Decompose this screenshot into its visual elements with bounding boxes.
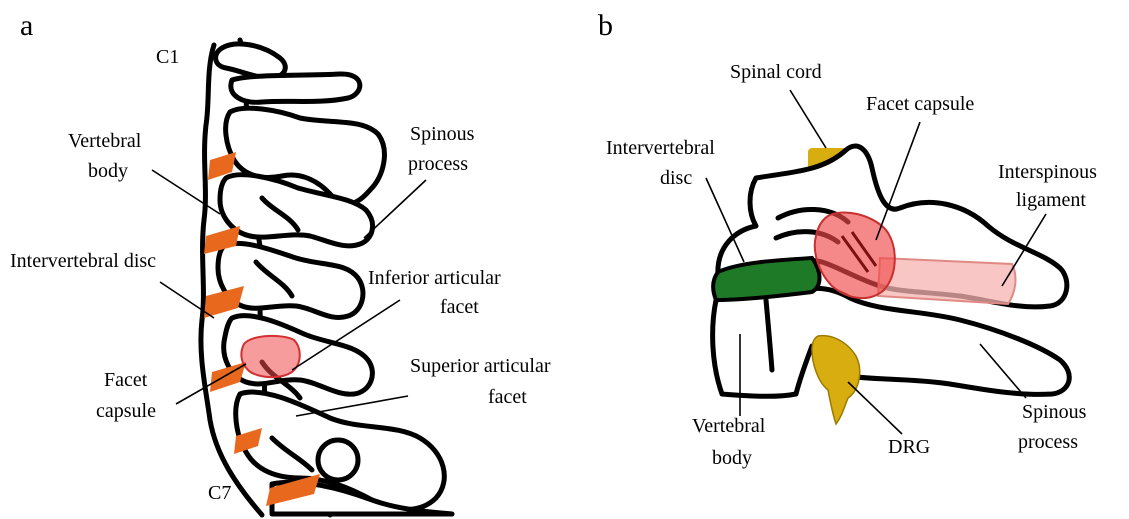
label-facet-capsule-a-1: Facet [104,369,148,391]
label-vertebral-body-b-1: Vertebral [692,415,766,437]
leader-spinal-cord [790,90,826,148]
vertebra-c1 [216,44,286,78]
interspinous-ligament-shape [878,258,1015,304]
label-intervertebral-disc-b-2: disc [660,167,692,189]
label-facet-capsule-b: Facet capsule [866,93,974,115]
label-interspinous-ligament-1: Interspinous [998,161,1097,183]
facet-capsule-highlight-a [241,336,299,377]
leader-superior-articular-facet [296,396,408,416]
label-vertebral-body-a-1: Vertebral [68,130,142,152]
label-inferior-articular-facet-1: Inferior articular [368,267,501,289]
label-spinous-process-a-1: Spinous [410,123,475,145]
label-inferior-articular-facet-2: facet [440,296,479,318]
panel-b-letter: b [598,9,613,42]
vertebra-c2 [231,74,360,102]
vertebra-c5 [218,243,363,317]
label-superior-articular-facet-2: facet [488,386,527,408]
label-c1: C1 [156,46,179,68]
label-interspinous-ligament-2: ligament [1016,189,1086,211]
label-facet-capsule-a-2: capsule [96,400,156,422]
leader-drg [848,382,902,434]
label-spinous-process-a-2: process [408,153,468,175]
label-c7: C7 [208,482,231,504]
transverse-foramen-c7 [318,440,358,480]
label-spinal-cord: Spinal cord [730,61,822,83]
label-vertebral-body-b-2: body [712,447,752,469]
panel-b: b Spinal cord Facet capsule Intervertebr… [598,9,1097,469]
label-superior-articular-facet-1: Superior articular [410,355,551,377]
label-spinous-process-b-1: Spinous [1022,401,1087,423]
panel-a: a [10,9,551,515]
label-intervertebral-disc-a: Intervertebral disc [10,250,156,272]
label-spinous-process-b-2: process [1018,431,1078,453]
label-vertebral-body-a-2: body [88,160,128,182]
label-intervertebral-disc-b-1: Intervertebral [606,137,715,159]
label-drg: DRG [888,436,930,458]
panel-a-letter: a [20,9,33,42]
